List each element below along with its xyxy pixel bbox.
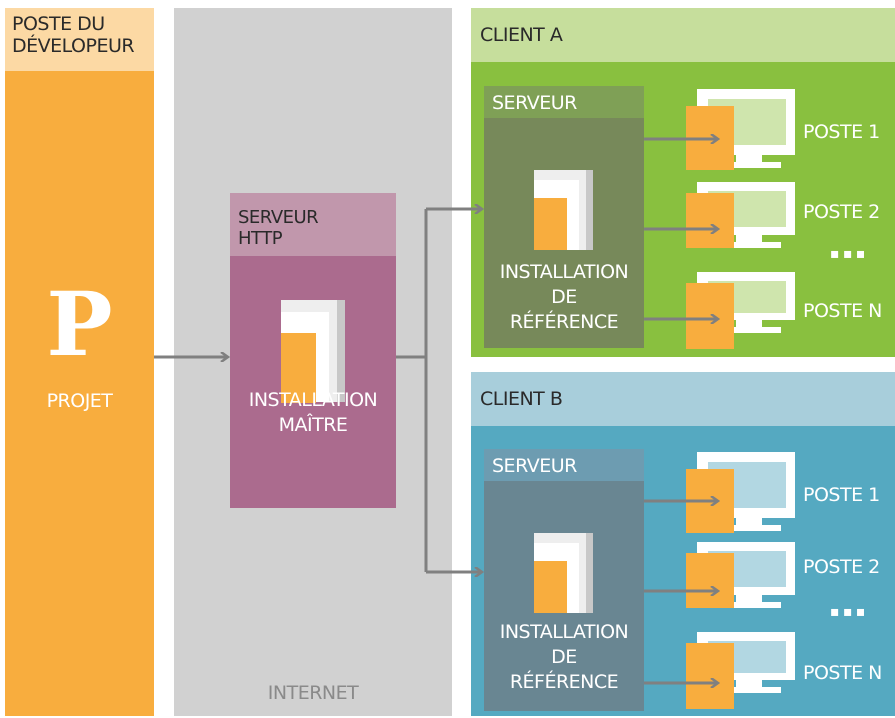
developer-header-line-2: DÉVELOPEUR [12,35,135,57]
master-caption-line-1: INSTALLATION [248,389,378,411]
internet-label: INTERNET [267,682,359,704]
client-a-poste-2: POSTE 2 [803,201,880,223]
monitor-a-n [686,272,795,349]
client-a-title: CLIENT A [480,24,563,46]
client-b-header [471,372,895,426]
developer-header-line-1: POSTE DU [12,13,105,35]
developer-header-title: POSTE DU DÉVELOPEUR [12,13,135,57]
client-b-caption-line-2: DE [551,646,577,668]
developer-header-panel [5,8,154,71]
client-a-poste-1: POSTE 1 [803,121,880,143]
monitor-b-n [686,632,795,709]
installation-icon-master [281,300,345,403]
client-a-server-header [484,86,644,118]
master-installation-caption: INSTALLATION MAÎTRE [230,388,396,438]
monitor-b-1 [686,452,795,533]
http-server-title: SERVEUR HTTP [238,207,319,249]
monitor-b-2 [686,542,795,608]
client-a-header [471,8,895,62]
monitor-a-1 [686,89,795,170]
client-a-ellipsis: ▪ ▪ ▪ [830,246,865,262]
project-label: PROJET [46,390,113,412]
client-a-installation-caption: INSTALLATION DE RÉFÉRENCE [484,260,644,335]
http-server-title-line-1: SERVEUR [238,207,319,228]
developer-panel [5,71,154,716]
client-b-server-header [484,449,644,481]
client-b-ellipsis: ▪ ▪ ▪ [830,604,865,620]
client-b-server-label: SERVEUR [492,455,577,477]
client-b-title: CLIENT B [480,388,563,410]
client-b-poste-1: POSTE 1 [803,484,880,506]
installation-icon-client-b [534,533,593,613]
client-a-poste-n: POSTE N [803,300,882,322]
client-a-caption-line-1: INSTALLATION [499,261,629,283]
client-b-poste-2: POSTE 2 [803,556,880,578]
client-b-caption-line-1: INSTALLATION [499,621,629,643]
http-server-header [230,193,396,256]
client-b-caption-line-3: RÉFÉRENCE [509,671,619,693]
client-a-server-label: SERVEUR [492,92,577,114]
installation-icon-client-a [534,170,593,250]
client-b-installation-caption: INSTALLATION DE RÉFÉRENCE [484,620,644,695]
client-a-caption-line-2: DE [551,286,577,308]
client-a-caption-line-3: RÉFÉRENCE [509,311,619,333]
project-logo: P [46,272,113,376]
client-b-poste-n: POSTE N [803,662,882,684]
connector-http-to-clients [396,209,428,572]
monitor-a-2 [686,182,795,248]
http-server-title-line-2: HTTP [238,228,283,249]
master-caption-line-2: MAÎTRE [278,414,348,436]
